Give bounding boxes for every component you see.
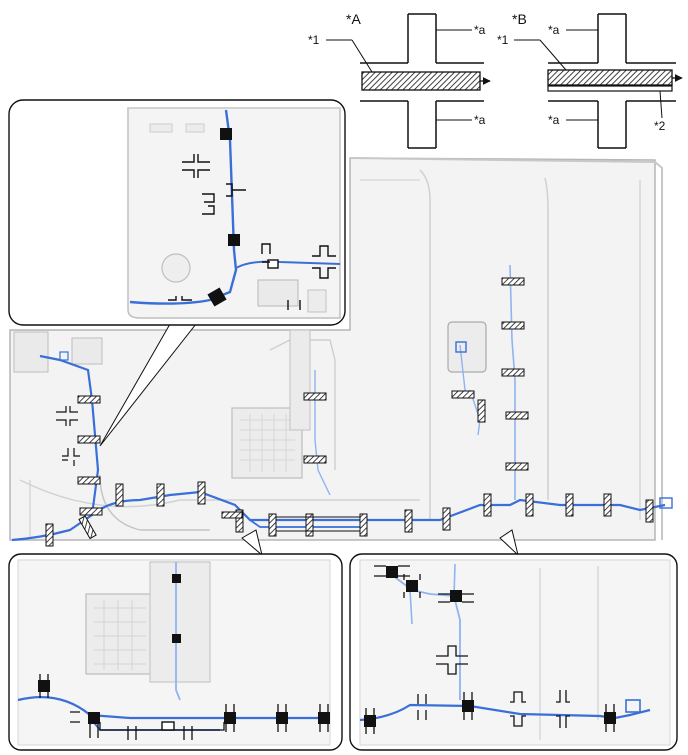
roof-panel (9, 157, 663, 541)
zoom-inset-bottom-left (8, 529, 343, 751)
tape-markers-main (45, 277, 654, 547)
legend-b-callout-2: *2 (654, 119, 666, 133)
zoom-inset-bottom-right (349, 529, 678, 751)
zoom-inset-top-left (8, 99, 346, 447)
legend-a: *A *1 *a *a (308, 11, 491, 149)
legend-b-title: *B (512, 11, 527, 27)
legend-b-callout-1: *1 (497, 33, 509, 47)
legend-a-callout-a-top: *a (474, 23, 486, 37)
legend-b-callout-a-top: *a (548, 23, 560, 37)
legend-a-callout-1: *1 (308, 33, 320, 47)
legend-b: *B *1 *a *a *2 (497, 11, 683, 149)
legend-b-callout-a-bottom: *a (548, 113, 560, 127)
legend-a-title: *A (346, 11, 361, 27)
clip-markers-main (56, 406, 80, 466)
legend-a-callout-a-bottom: *a (474, 113, 486, 127)
